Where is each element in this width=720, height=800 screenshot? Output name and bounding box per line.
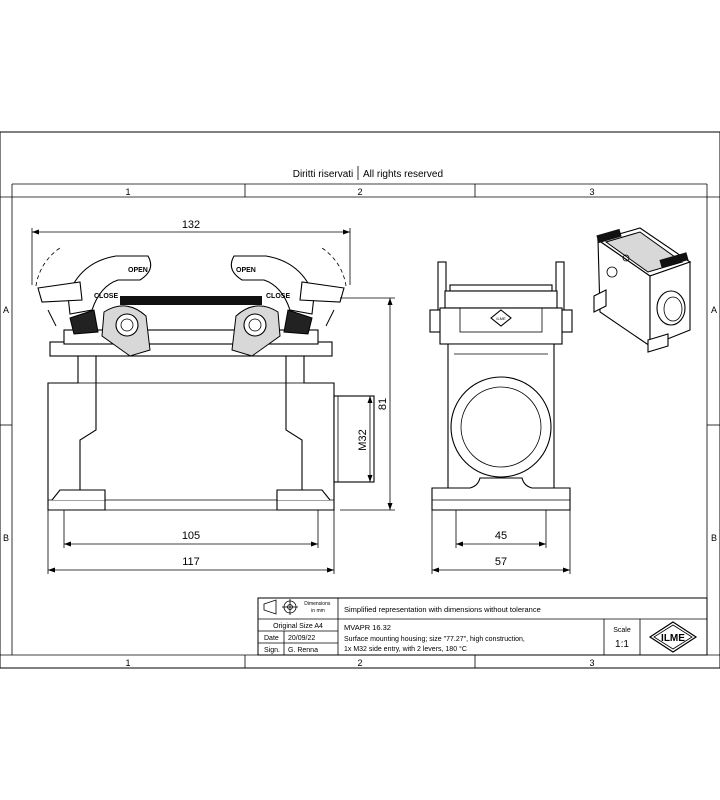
description-line-2: 1x M32 side entry, with 2 levers, 180 °C (344, 645, 467, 653)
grid-col-2-bottom: 2 (357, 658, 362, 668)
grid-col-1-top: 1 (125, 187, 130, 197)
drawing-frame (0, 131, 720, 669)
ilme-logo-text: ILME (661, 633, 685, 644)
scale-label: Scale (613, 627, 631, 634)
dim-45: 45 (495, 530, 507, 542)
dim-132: 132 (182, 219, 200, 231)
dims-note: Dimensions in mm (304, 601, 332, 614)
rights-english: All rights reserved (363, 169, 443, 180)
sign-value: G. Renna (288, 647, 318, 654)
front-view: 132 OPEN CLOSE (31, 219, 395, 574)
grid-col-3-bottom: 3 (589, 658, 594, 668)
dim-m32: M32 (357, 429, 369, 450)
close-label-left: CLOSE (94, 293, 118, 300)
open-label-left: OPEN (128, 267, 148, 274)
dim-57: 57 (495, 556, 507, 568)
grid-col-1-bottom: 1 (125, 658, 130, 668)
isometric-view (593, 227, 692, 353)
grid-row-b-right: B (711, 533, 717, 543)
ilme-logo: ILME (648, 621, 698, 653)
open-label-right: OPEN (236, 267, 256, 274)
date-value: 20/09/22 (288, 635, 315, 642)
dim-81: 81 (377, 398, 389, 410)
title-block: Dimensions in mm Original Size A4 Date 2… (257, 597, 708, 656)
projection-symbol-icon (263, 599, 298, 615)
date-label: Date (264, 635, 279, 642)
original-size: Original Size A4 (273, 623, 323, 630)
tolerance-note: Simplified representation with dimension… (344, 605, 541, 614)
description-line-1: Surface mounting housing; size "77.27", … (344, 636, 525, 643)
close-label-right: CLOSE (266, 293, 290, 300)
rights-italian: Diritti riservati (293, 169, 354, 180)
side-logo: ILME (496, 316, 506, 321)
grid-row-a-right: A (711, 305, 717, 315)
sign-label: Sign. (264, 647, 280, 654)
product-code: MVAPR 16.32 (344, 623, 391, 632)
grid-col-2-top: 2 (357, 187, 362, 197)
grid-row-b-left: B (3, 533, 9, 543)
grid-row-a-left: A (3, 305, 9, 315)
scale-value: 1:1 (615, 639, 629, 650)
dim-105: 105 (182, 530, 200, 542)
grid-col-3-top: 3 (589, 187, 594, 197)
dim-117: 117 (182, 556, 200, 568)
side-view: ILME 45 57 (429, 261, 573, 574)
